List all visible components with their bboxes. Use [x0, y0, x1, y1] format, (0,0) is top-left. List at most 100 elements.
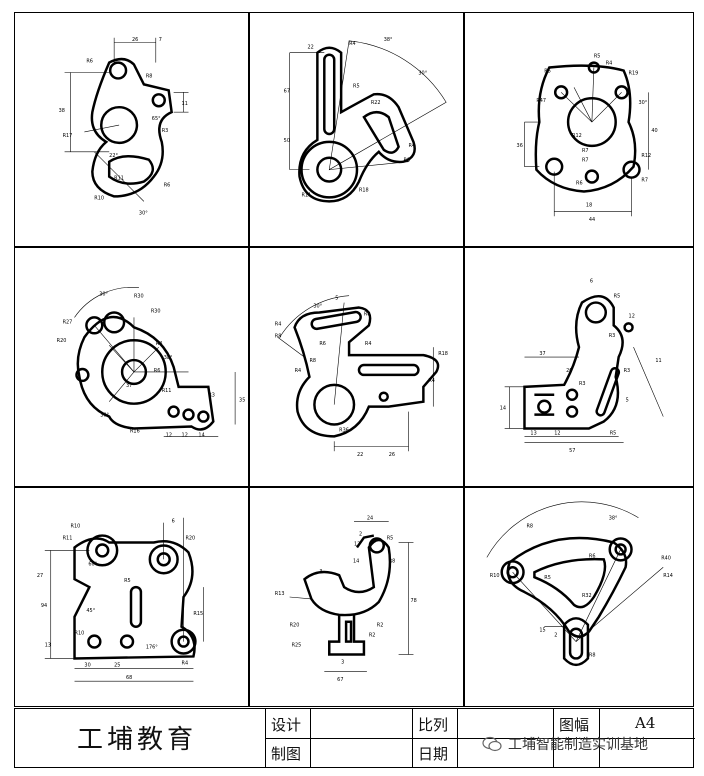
date-label: 日期 [418, 745, 449, 763]
svg-text:R5: R5 [544, 575, 551, 581]
svg-text:R40: R40 [661, 555, 671, 561]
svg-text:R18: R18 [438, 351, 448, 357]
svg-text:R8: R8 [309, 358, 316, 364]
svg-text:R7: R7 [641, 178, 648, 184]
svg-text:R11: R11 [162, 388, 172, 394]
svg-text:R20: R20 [290, 623, 300, 629]
svg-text:30°: 30° [638, 100, 647, 106]
svg-text:30°: 30° [100, 413, 109, 419]
scale-label: 比列 [418, 716, 449, 734]
svg-text:R5: R5 [594, 54, 601, 60]
svg-text:30°: 30° [139, 210, 148, 216]
svg-text:R3: R3 [579, 381, 586, 387]
svg-text:R4: R4 [428, 378, 435, 384]
svg-text:65°: 65° [152, 116, 161, 122]
sheet-size-value: A4 [635, 714, 656, 732]
svg-text:R11: R11 [114, 176, 124, 182]
svg-text:R20: R20 [186, 536, 196, 542]
svg-text:R7: R7 [582, 158, 589, 164]
svg-text:R10: R10 [94, 195, 104, 201]
svg-text:44: 44 [589, 217, 595, 223]
svg-text:R6: R6 [319, 341, 326, 347]
svg-text:50: 50 [284, 138, 290, 144]
svg-text:R30: R30 [151, 308, 161, 314]
svg-text:R22: R22 [371, 100, 381, 106]
svg-text:R6: R6 [154, 368, 161, 374]
svg-text:R19: R19 [629, 70, 639, 76]
svg-text:R8: R8 [275, 333, 282, 339]
svg-text:R14: R14 [663, 573, 673, 579]
svg-text:5: 5 [626, 398, 629, 404]
svg-text:R4: R4 [606, 61, 613, 67]
svg-text:37: 37 [126, 383, 132, 389]
svg-text:R47: R47 [536, 98, 546, 104]
wechat-icon [482, 736, 502, 752]
svg-text:R8: R8 [404, 158, 411, 164]
svg-text:R5: R5 [353, 83, 360, 89]
svg-text:30: 30 [84, 662, 90, 668]
svg-text:26: 26 [389, 452, 395, 458]
svg-text:R6: R6 [576, 181, 583, 187]
svg-text:R8: R8 [389, 558, 396, 564]
svg-text:R8: R8 [146, 73, 153, 79]
design-label: 设计 [271, 716, 302, 734]
svg-text:R5: R5 [387, 536, 394, 542]
svg-text:60°: 60° [88, 561, 97, 567]
svg-text:R11: R11 [302, 192, 312, 198]
svg-text:27: 27 [37, 573, 43, 579]
drawing-label: 制图 [271, 745, 302, 763]
svg-text:38°: 38° [164, 355, 173, 361]
svg-text:11: 11 [182, 101, 188, 107]
svg-text:R2: R2 [369, 633, 376, 639]
svg-text:R32: R32 [582, 593, 592, 599]
svg-text:37: 37 [539, 351, 545, 357]
svg-text:R5: R5 [544, 69, 551, 75]
svg-text:R10: R10 [71, 524, 81, 530]
svg-text:2: 2 [554, 633, 557, 639]
svg-text:R4: R4 [182, 660, 189, 666]
svg-text:R8: R8 [589, 652, 596, 658]
svg-text:6: 6 [172, 519, 175, 525]
brand-name: 工埔教育 [77, 725, 198, 755]
svg-text:11: 11 [655, 358, 661, 364]
svg-text:67: 67 [337, 677, 343, 683]
svg-text:R6: R6 [164, 183, 171, 189]
svg-text:38°: 38° [384, 37, 393, 43]
title-block: 工埔教育 设计 制图 比列 日期 图幅 A4 [14, 708, 695, 768]
svg-text:2: 2 [359, 532, 362, 538]
svg-text:R5: R5 [614, 294, 621, 300]
svg-text:176°: 176° [146, 645, 158, 651]
svg-text:30°: 30° [99, 292, 108, 298]
svg-text:R18: R18 [359, 187, 369, 193]
svg-text:R13: R13 [275, 591, 285, 597]
svg-text:30°: 30° [418, 71, 427, 77]
svg-text:R4: R4 [295, 368, 302, 374]
svg-text:R15: R15 [193, 611, 203, 617]
sheet-size-label: 图幅 [559, 716, 590, 734]
svg-text:R30: R30 [134, 294, 144, 300]
svg-text:38: 38 [59, 108, 65, 114]
svg-text:3: 3 [319, 569, 322, 575]
svg-text:22°: 22° [109, 153, 118, 159]
svg-text:12: 12 [166, 432, 172, 438]
svg-text:12: 12 [354, 541, 360, 547]
svg-text:R36: R36 [339, 427, 349, 433]
svg-text:5: 5 [335, 296, 338, 302]
svg-text:R25: R25 [292, 643, 302, 649]
svg-text:R6: R6 [589, 553, 596, 559]
svg-text:12: 12 [554, 430, 560, 436]
svg-text:R16: R16 [130, 428, 140, 434]
svg-text:6: 6 [590, 279, 593, 285]
svg-text:14: 14 [198, 432, 204, 438]
